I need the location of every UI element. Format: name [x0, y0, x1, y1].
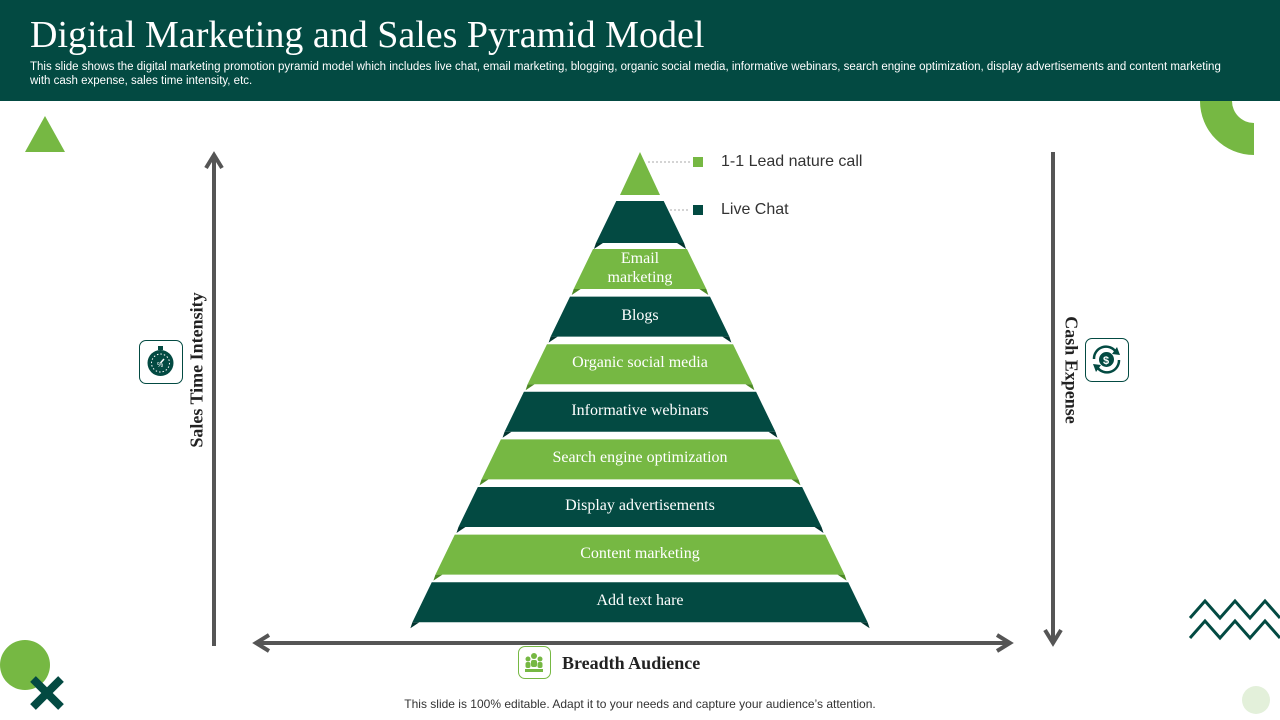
pyramid-fold-right — [677, 243, 687, 249]
pyramid-fold-right — [837, 574, 847, 581]
legend-marker-live-chat — [693, 205, 703, 215]
decor-triangle — [25, 116, 65, 152]
pyramid-fold-left — [479, 479, 489, 486]
pyramid-layer-label: Email marketing — [607, 250, 673, 286]
audience-icon-box — [518, 646, 551, 679]
pyramid-layer-label: Informative webinars — [571, 401, 709, 419]
pyramid-layer — [573, 249, 707, 289]
decor-zigzag — [1188, 598, 1280, 641]
svg-text:%: % — [157, 362, 163, 369]
pyramid-fold-left — [433, 574, 443, 581]
stopwatch-icon-box: % — [139, 340, 183, 384]
pyramid-fold-left — [456, 527, 466, 533]
pyramid-layer-label: Display advertisements — [565, 497, 715, 514]
pyramid-fold-right — [860, 622, 870, 629]
pyramid-fold-left — [593, 243, 603, 249]
pyramid-layer — [435, 534, 845, 575]
decor-circle-large — [0, 640, 50, 690]
pyramid-layer — [412, 582, 868, 623]
pyramid-layer — [481, 439, 799, 480]
pyramid-fold-left — [548, 336, 558, 343]
footer-note: This slide is 100% editable. Adapt it to… — [404, 697, 876, 711]
pyramid-layer — [458, 487, 822, 527]
axis-label-sales-time-intensity: Sales Time Intensity — [186, 292, 207, 448]
pyramid-layer-label: Content marketing — [580, 544, 700, 562]
pyramid-layer — [527, 344, 753, 385]
svg-text:$: $ — [1103, 355, 1109, 367]
pyramid-fold-left — [571, 289, 581, 295]
pyramid-layer-label: Blogs — [621, 306, 659, 324]
pyramid-fold-left — [525, 384, 535, 391]
decor-ring — [1200, 101, 1254, 155]
pyramid-fold-right — [745, 384, 755, 391]
audience-icon — [525, 653, 543, 672]
axis-bottom-arrow — [252, 633, 1014, 653]
pyramid-band-live-chat — [595, 201, 685, 243]
axis-left-arrow — [204, 151, 224, 646]
stopwatch-icon: % — [147, 346, 174, 376]
pyramid-fold-right — [699, 289, 709, 295]
pyramid-fold-left — [410, 622, 420, 629]
dollar-cycle-icon-box: $ — [1085, 338, 1129, 382]
legend-label-live-chat: Live Chat — [721, 201, 789, 218]
pyramid-fold-right — [791, 479, 801, 486]
pyramid-layer-label: Add text hare — [596, 592, 684, 610]
pyramid-layer — [504, 391, 776, 432]
legend-label-lead-call: 1-1 Lead nature call — [721, 153, 863, 170]
decor-x-mark — [30, 676, 64, 710]
pyramid-fold-right — [814, 527, 824, 533]
pyramid-layer-label: Organic social media — [572, 354, 708, 372]
page-title: Digital Marketing and Sales Pyramid Mode… — [30, 14, 705, 56]
pyramid-fold-right — [722, 336, 732, 343]
pyramid-fold-right — [768, 431, 778, 438]
pyramid-apex-lead-call — [620, 152, 660, 195]
legend-marker-lead-call — [693, 157, 703, 167]
header-banner: Digital Marketing and Sales Pyramid Mode… — [0, 0, 1280, 101]
axis-right-arrow — [1043, 152, 1063, 647]
axis-label-cash-expense: Cash Expense — [1061, 316, 1082, 424]
axis-label-breadth-audience: Breadth Audience — [562, 653, 701, 673]
pyramid-layer — [550, 296, 730, 337]
pyramid-layer-label: Search engine optimization — [552, 449, 728, 467]
decor-circle-small — [1242, 686, 1270, 714]
page-subtitle: This slide shows the digital marketing p… — [30, 61, 1221, 87]
pyramid-fold-left — [502, 431, 512, 438]
dollar-cycle-icon: $ — [1092, 345, 1121, 374]
